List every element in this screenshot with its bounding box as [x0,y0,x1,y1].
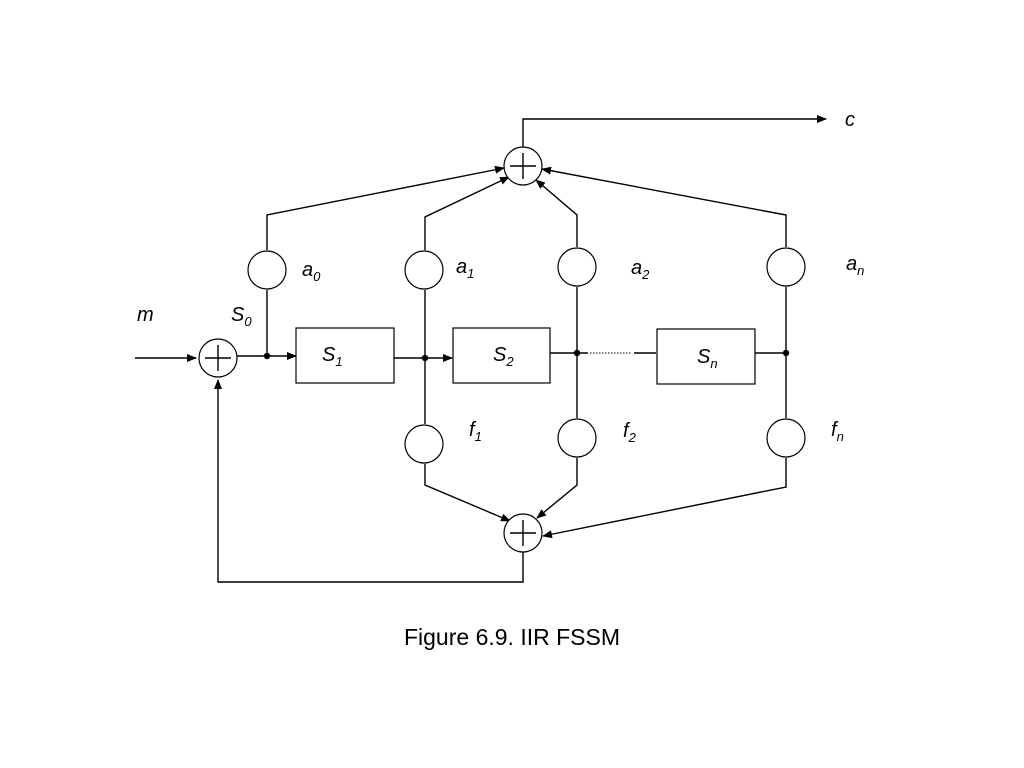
label-a2: a2 [631,257,650,282]
label-a1: a1 [456,256,474,281]
feedback-return-wire [214,379,524,583]
label-c: c [845,109,855,131]
f1-to-sum-wire [424,464,511,522]
register-s2 [452,327,551,384]
feedback-summing-junction [503,513,543,553]
output-c-wire [522,115,827,147]
label-f1: f1 [469,419,482,444]
label-m: m [137,304,154,326]
an-to-sum-wire [541,166,787,247]
a0-to-sum-wire [266,165,505,250]
label-f2: f2 [623,420,637,445]
an-coefficient-node [766,247,806,287]
f2-to-sum-wire [536,458,578,519]
label-an: an [846,253,864,278]
input-summing-junction [198,338,238,378]
fn-coefficient-node [766,418,806,458]
label-s1: S1 [322,344,343,369]
feedback-taps [424,353,787,539]
figure-caption: Figure 6.9. IIR FSSM [403,624,620,650]
a2-to-sum-wire [535,179,578,247]
label-s0: S0 [231,304,252,329]
register-s1 [295,327,395,384]
label-fn: fn [831,419,844,444]
f1-coefficient-node [404,424,444,464]
a0-coefficient-node [247,250,287,290]
label-a0: a0 [302,259,321,284]
output-summing-junction [503,146,543,186]
a2-coefficient-node [557,247,597,287]
label-sn: Sn [697,346,718,371]
fn-to-sum-wire [542,458,787,539]
f2-coefficient-node [557,418,597,458]
a1-to-sum-wire [424,176,510,250]
a1-coefficient-node [404,250,444,290]
feedforward-taps [266,165,787,358]
label-s2: S2 [493,344,514,369]
register-sn [656,328,756,385]
